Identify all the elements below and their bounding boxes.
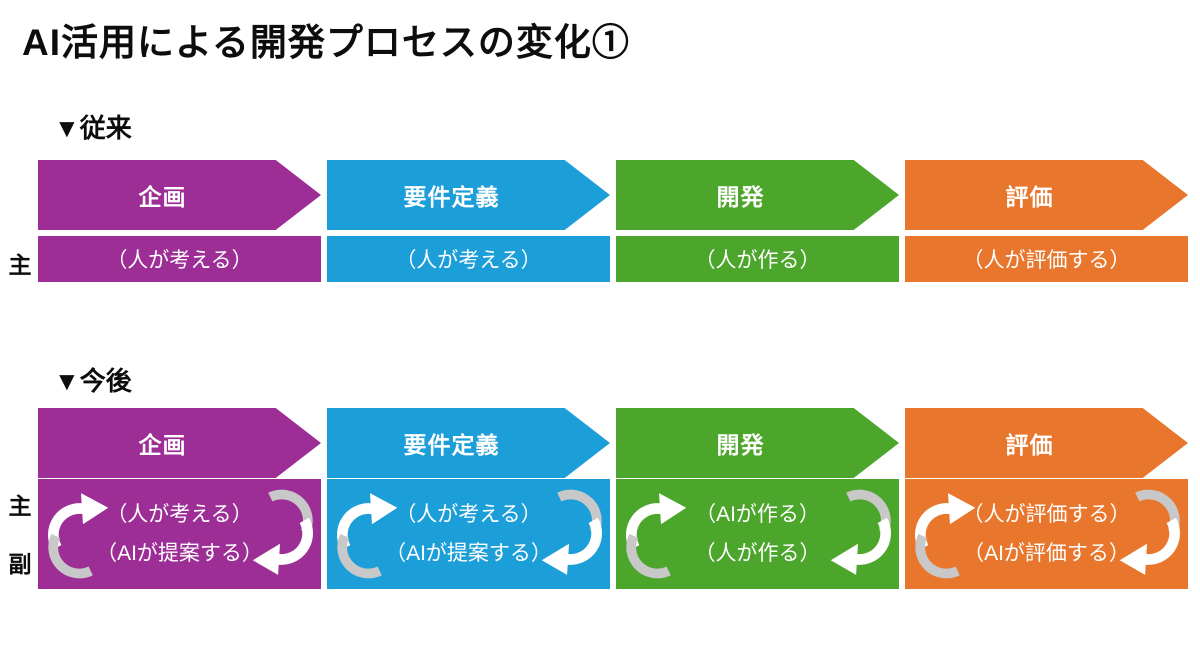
- cycle-main-text: （人が考える）: [395, 502, 542, 526]
- actor-box-requirements: （人が考える）: [327, 236, 610, 282]
- cycle-sub-text: （AIが提案する）: [96, 541, 263, 565]
- actor-text: （人が作る）: [694, 249, 821, 272]
- cycle-arrow-up-icon: [626, 493, 687, 579]
- process-arrow-label: 要件定義: [403, 432, 500, 458]
- process-arrow-label: 評価: [1005, 184, 1054, 210]
- cycle-arrow-down-icon: [252, 489, 313, 575]
- cycle-sub-text: （人が作る）: [694, 541, 821, 565]
- process-arrow-evaluation: 評価: [905, 408, 1188, 478]
- cycle-box-development: （AIが作る） （人が作る）: [616, 479, 899, 589]
- actor-box-evaluation: （人が評価する）: [905, 236, 1188, 282]
- side-label-sub: 副: [8, 551, 32, 577]
- cycle-sub-text: （AIが評価する）: [963, 541, 1130, 565]
- section-label-conventional: ▼従来: [54, 113, 132, 143]
- process-arrow-label: 企画: [138, 432, 187, 458]
- cycle-box-evaluation: （人が評価する） （AIが評価する）: [905, 479, 1188, 589]
- cycle-arrow-down-icon: [541, 489, 602, 575]
- actor-box-planning: （人が考える）: [38, 236, 321, 282]
- process-arrow-label: 開発: [716, 432, 765, 458]
- process-arrow-evaluation: 評価: [905, 160, 1188, 230]
- cycle-arrow-up-icon: [915, 493, 976, 579]
- process-arrow-development: 開発: [616, 408, 899, 478]
- process-arrow-label: 企画: [138, 184, 187, 210]
- page-title: AI活用による開発プロセスの変化①: [22, 22, 630, 63]
- side-label-main: 主: [8, 252, 32, 278]
- actor-text: （人が考える）: [395, 249, 542, 272]
- cycle-arrow-down-icon: [830, 489, 891, 575]
- actor-text: （人が考える）: [106, 249, 253, 272]
- process-arrow-label: 要件定義: [403, 184, 500, 210]
- cycle-main-text: （人が評価する）: [962, 502, 1131, 526]
- actor-text: （人が評価する）: [962, 249, 1131, 272]
- side-label-main: 主: [8, 493, 32, 519]
- cycle-sub-text: （AIが提案する）: [385, 541, 552, 565]
- actor-box-development: （人が作る）: [616, 236, 899, 282]
- process-arrow-planning: 企画: [38, 160, 321, 230]
- cycle-box-planning: （人が考える） （AIが提案する）: [38, 479, 321, 589]
- cycle-arrow-up-icon: [48, 493, 109, 579]
- cycle-main-text: （人が考える）: [106, 502, 253, 526]
- cycle-main-text: （AIが作る）: [695, 502, 820, 526]
- process-arrow-label: 評価: [1005, 432, 1054, 458]
- process-arrow-requirements: 要件定義: [327, 408, 610, 478]
- process-arrow-requirements: 要件定義: [327, 160, 610, 230]
- section-label-future: ▼今後: [54, 366, 132, 396]
- cycle-box-requirements: （人が考える） （AIが提案する）: [327, 479, 610, 589]
- process-arrow-development: 開発: [616, 160, 899, 230]
- process-arrow-planning: 企画: [38, 408, 321, 478]
- cycle-arrow-down-icon: [1119, 489, 1180, 575]
- cycle-arrow-up-icon: [337, 493, 398, 579]
- process-arrow-label: 開発: [716, 184, 765, 210]
